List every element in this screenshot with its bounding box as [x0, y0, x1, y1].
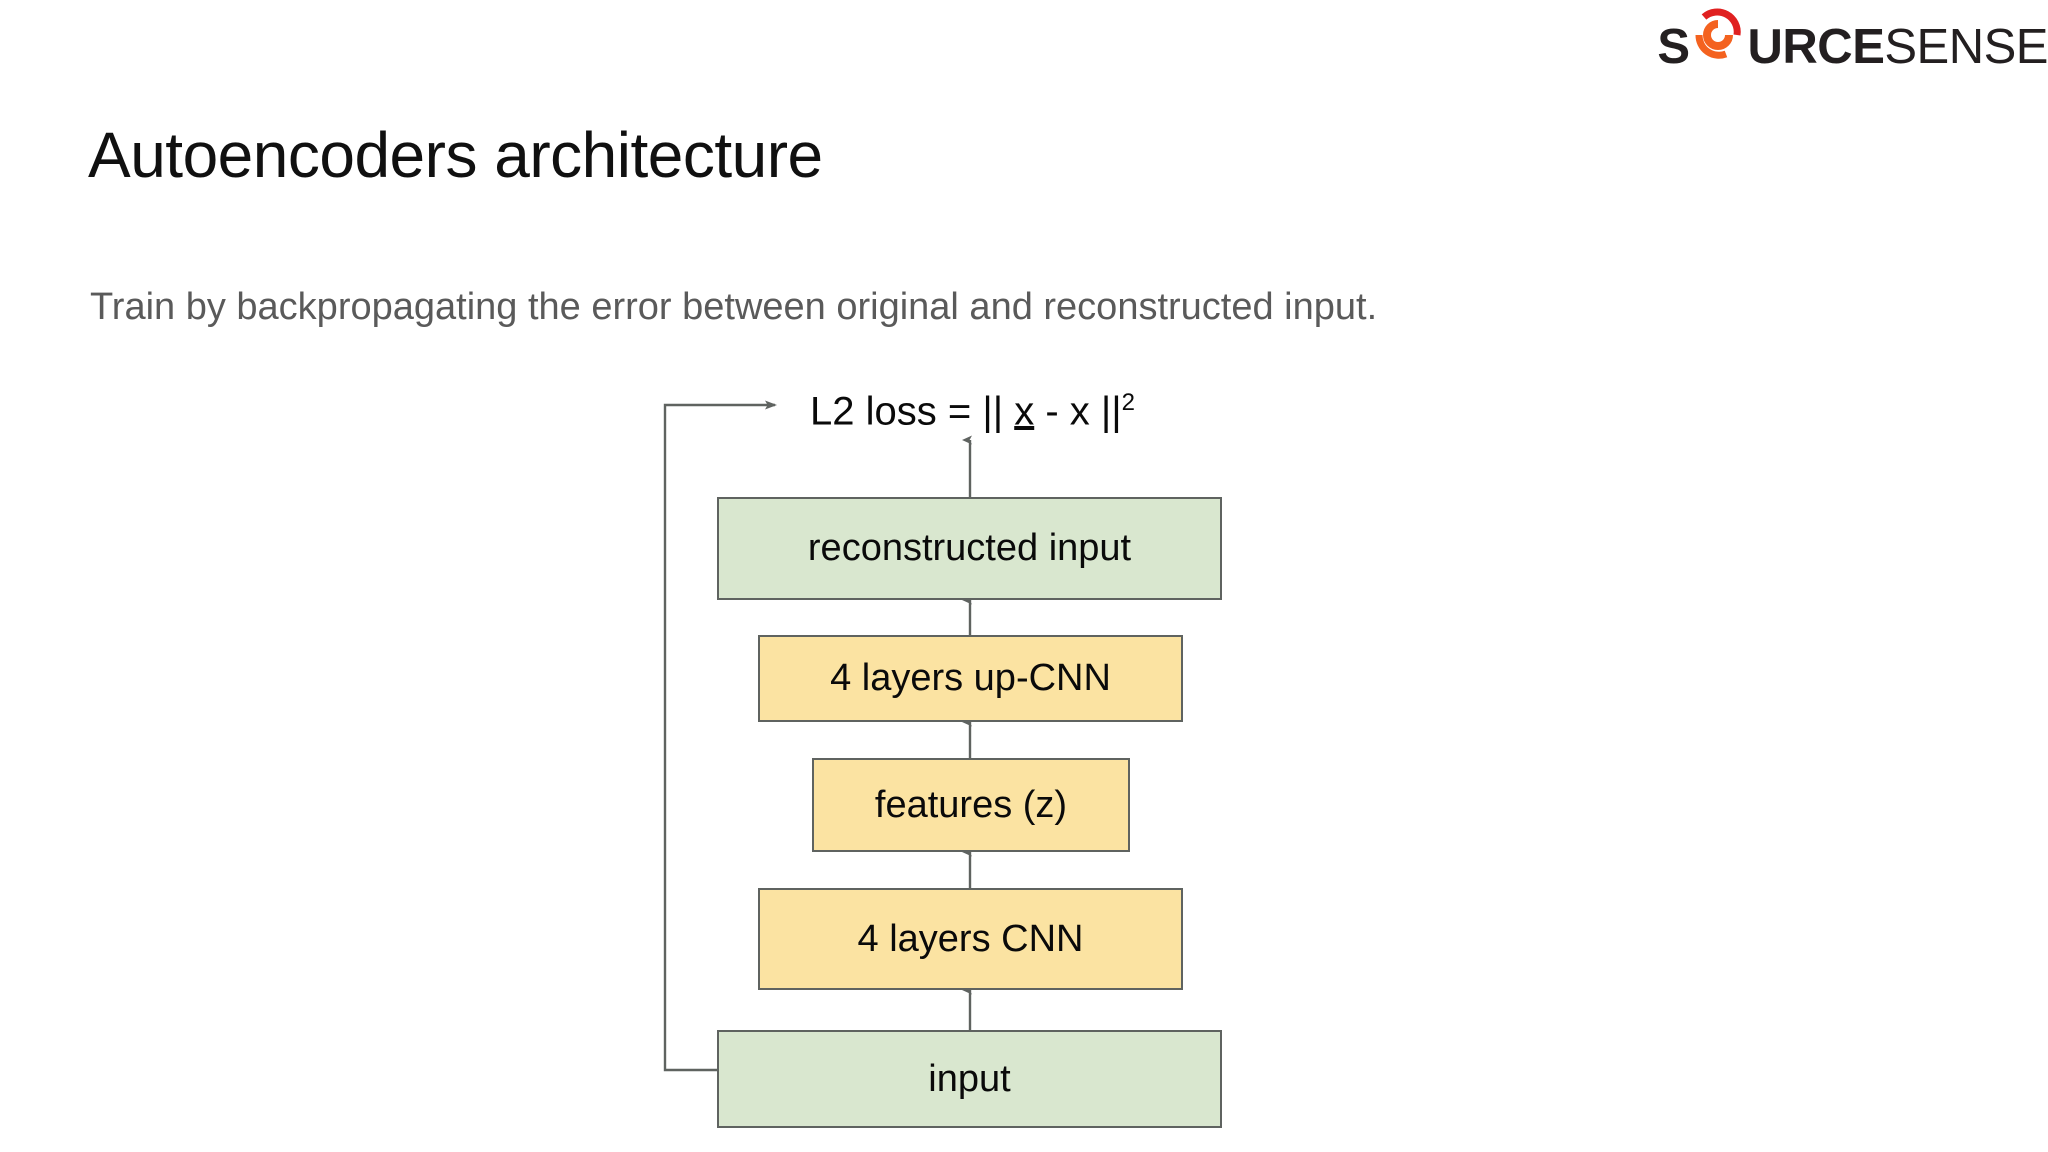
node-features: features (z): [812, 758, 1130, 852]
node-input: input: [717, 1030, 1222, 1128]
formula-exponent: 2: [1121, 389, 1136, 416]
node-label-cnn: 4 layers CNN: [857, 917, 1084, 960]
node-label-up-cnn: 4 layers up-CNN: [830, 657, 1111, 699]
page-title: Autoencoders architecture: [88, 119, 823, 191]
logo-source-text: S: [1657, 19, 1690, 74]
sourcesense-swirl-mark-icon: [1690, 7, 1746, 63]
node-reconstructed-input: reconstructed input: [717, 497, 1222, 600]
node-cnn: 4 layers CNN: [758, 888, 1183, 990]
node-up-cnn: 4 layers up-CNN: [758, 635, 1183, 722]
logo-wordmark: S URCE SENSE: [1657, 7, 2048, 72]
logo-source-text-rest: URCE: [1747, 19, 1885, 74]
formula-prefix: L2 loss = ||: [810, 389, 1015, 434]
node-label-reconstructed-input: reconstructed input: [807, 527, 1132, 569]
page-subtitle: Train by backpropagating the error betwe…: [90, 286, 1378, 328]
formula-middle: - x ||: [1034, 389, 1122, 434]
l2-loss-formula: L2 loss = || x - x ||2: [810, 389, 1135, 434]
sourcesense-logo: S URCE SENSE: [1657, 7, 2048, 72]
node-label-input: input: [928, 1057, 1011, 1100]
logo-sense-text: SENSE: [1884, 19, 2048, 74]
formula-reconstructed-symbol: x: [1014, 389, 1035, 434]
node-label-features: features (z): [874, 783, 1068, 826]
